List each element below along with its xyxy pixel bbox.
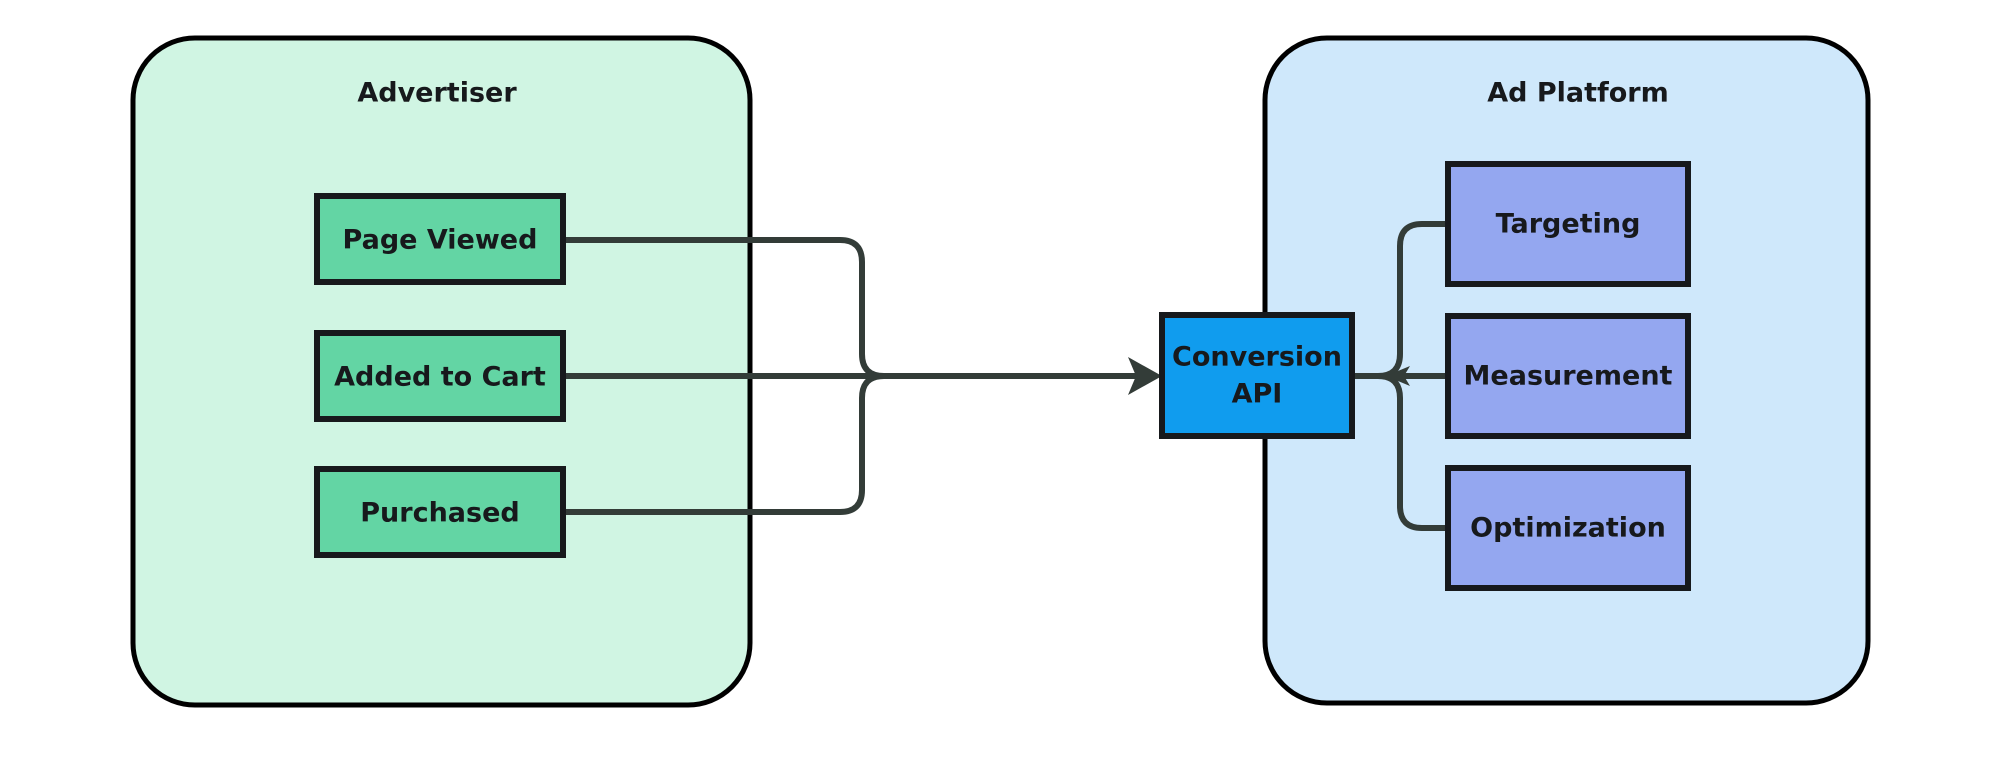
- node-conversion-api[interactable]: Conversion API: [1159, 312, 1355, 439]
- optimization-box[interactable]: [1445, 465, 1691, 591]
- advertiser-group-label: Advertiser: [357, 78, 517, 109]
- measurement-box[interactable]: [1445, 313, 1691, 439]
- node-measurement[interactable]: Measurement: [1445, 313, 1691, 439]
- page-viewed-box[interactable]: [314, 193, 566, 285]
- page-viewed-label: Page Viewed: [343, 225, 538, 256]
- node-purchased[interactable]: Purchased: [314, 466, 566, 558]
- edge-path-optimization: [1352, 373, 1448, 531]
- purchased-box[interactable]: [314, 466, 566, 558]
- ad-platform-group-label: Ad Platform: [1487, 78, 1669, 109]
- node-optimization[interactable]: Optimization: [1445, 465, 1691, 591]
- edge-purchased-to-conversion-api: [563, 373, 885, 515]
- edge-conversion-api-to-optimization: [1352, 373, 1448, 531]
- node-targeting[interactable]: Targeting: [1445, 161, 1691, 287]
- arrowhead-into-conversion-api: [1128, 357, 1162, 395]
- conversion-api-box[interactable]: [1159, 312, 1355, 439]
- node-added-to-cart[interactable]: Added to Cart: [314, 330, 566, 422]
- node-page-viewed[interactable]: Page Viewed: [314, 193, 566, 285]
- targeting-box[interactable]: [1445, 161, 1691, 287]
- purchased-label: Purchased: [360, 498, 519, 529]
- added-to-cart-label: Added to Cart: [334, 362, 546, 393]
- measurement-label: Measurement: [1464, 361, 1673, 392]
- optimization-label: Optimization: [1470, 513, 1666, 544]
- conversion-api-label-line2: API: [1232, 379, 1283, 410]
- arrowhead-branch-junction: [1386, 366, 1410, 386]
- conversion-api-label-line1: Conversion: [1172, 342, 1342, 373]
- added-to-cart-box[interactable]: [314, 330, 566, 422]
- edge-path-purchased: [563, 373, 885, 515]
- targeting-label: Targeting: [1496, 209, 1641, 240]
